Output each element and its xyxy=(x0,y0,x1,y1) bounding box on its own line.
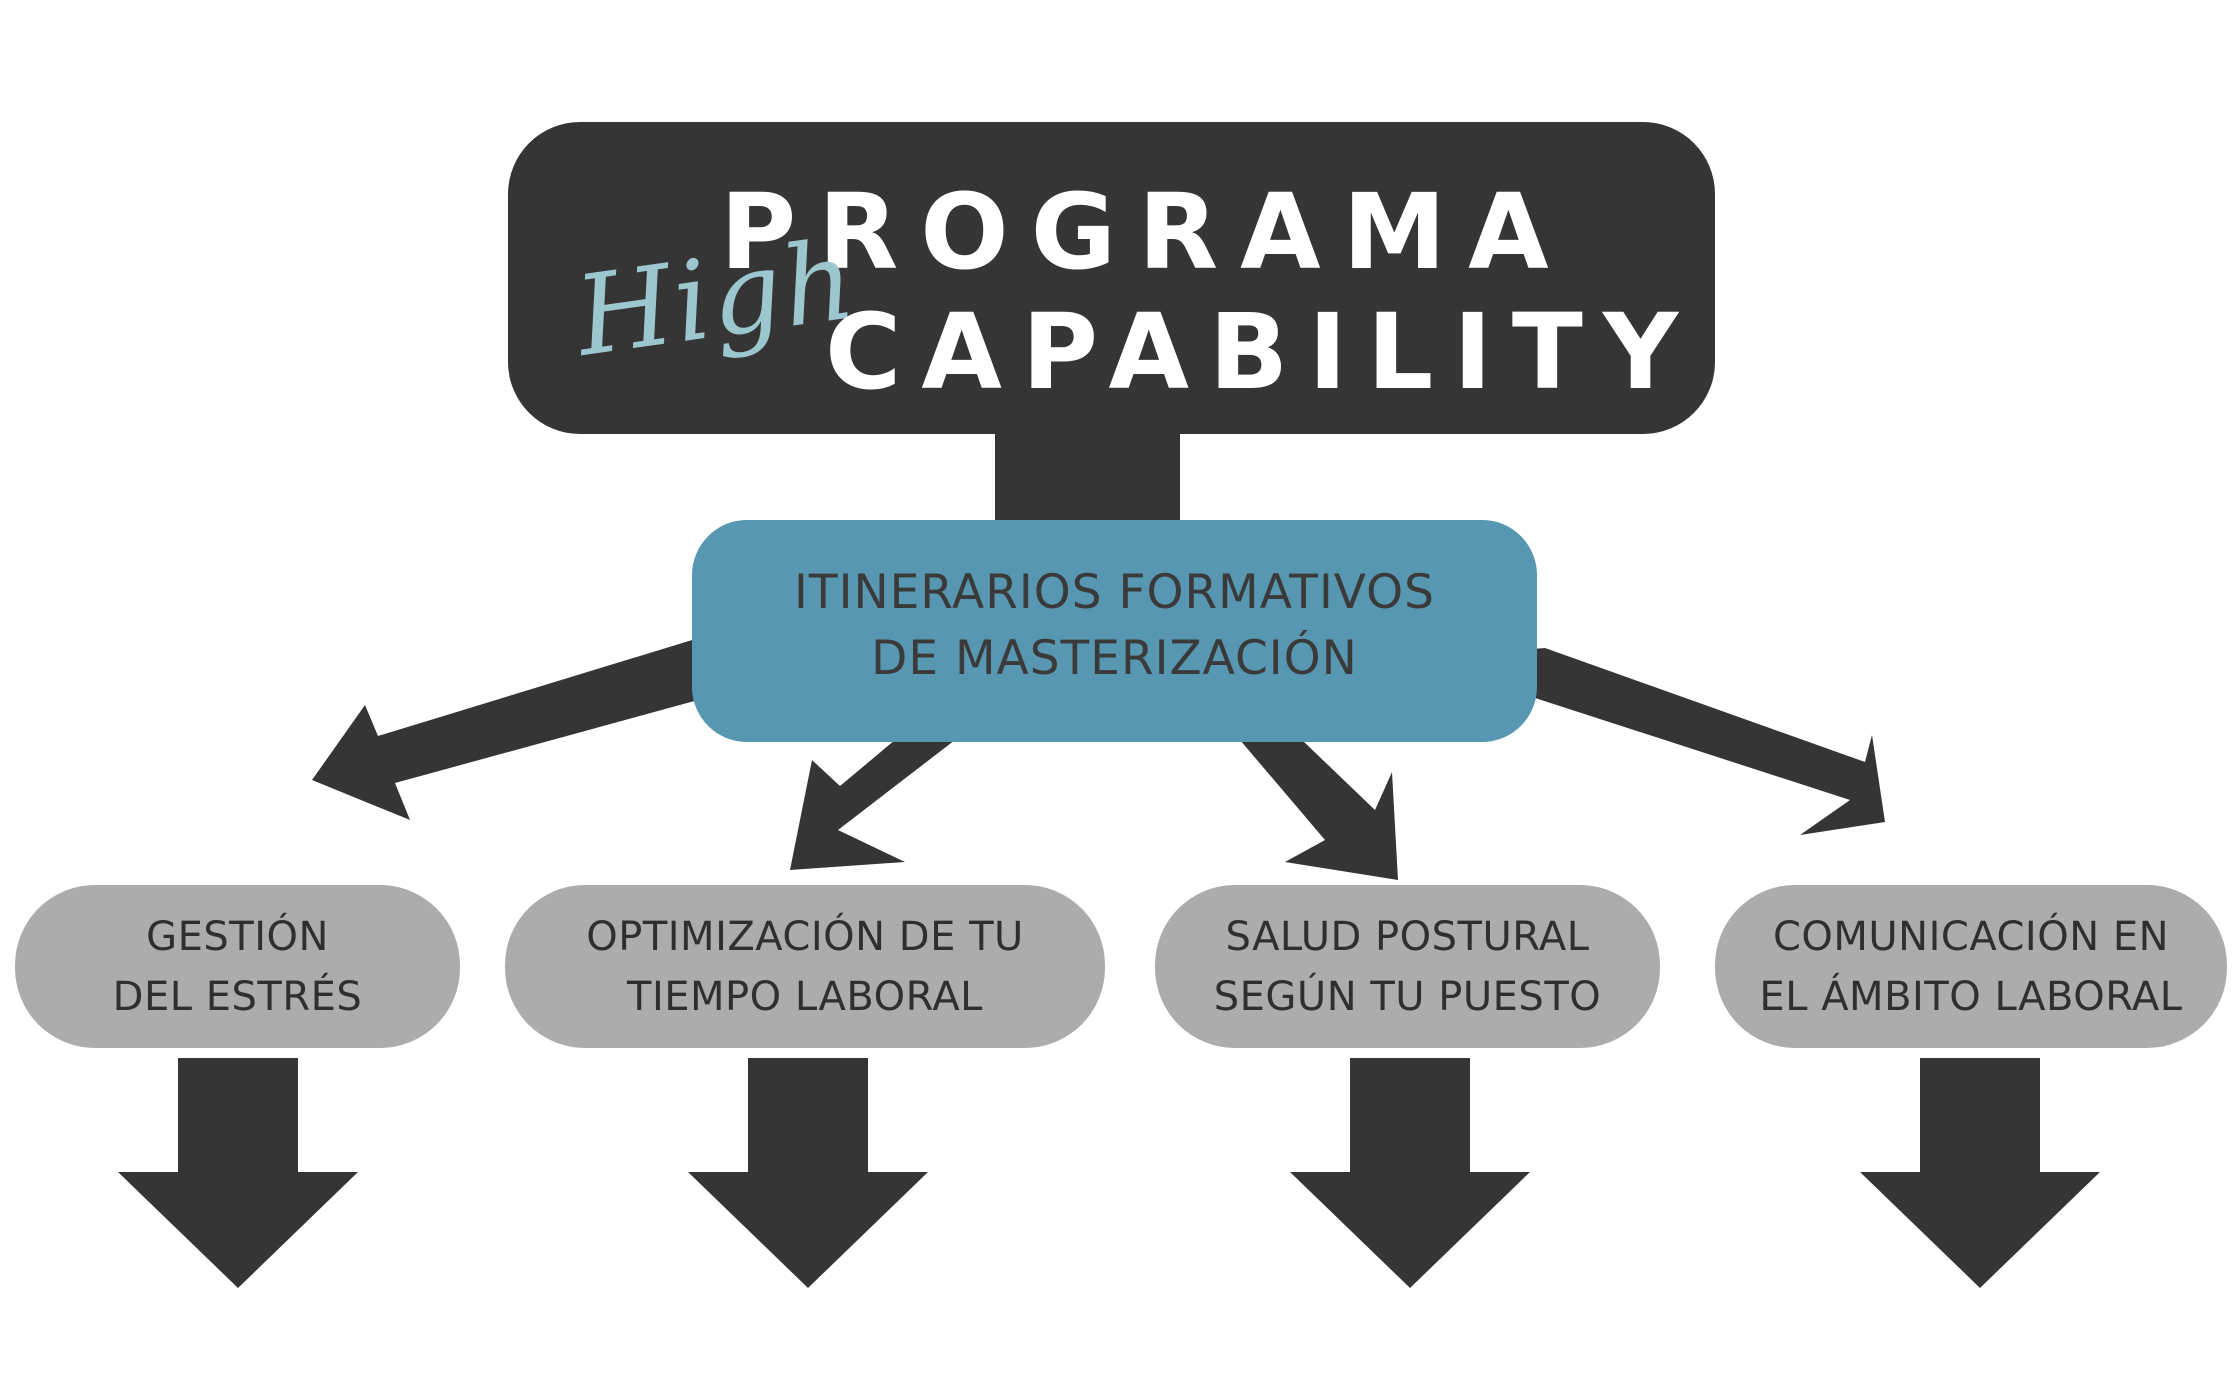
arrow-to-leaf-1 xyxy=(312,633,742,820)
leaf-1-line2: DEL ESTRÉS xyxy=(112,974,363,1020)
leaf-3-line2: SEGÚN TU PUESTO xyxy=(1213,974,1602,1020)
title-programa: PROGRAMA xyxy=(720,171,1571,293)
down-arrow-4 xyxy=(1860,1058,2100,1288)
header-connector xyxy=(995,420,1180,530)
leaf-3-line1: SALUD POSTURAL xyxy=(1225,914,1590,960)
arrow-to-leaf-4 xyxy=(1520,648,1885,835)
title-capability: CAPABILITY xyxy=(825,291,1699,413)
leaf-4-line2: EL ÁMBITO LABORAL xyxy=(1759,974,2183,1020)
diagonal-arrows xyxy=(312,633,1885,880)
down-arrows xyxy=(118,1058,2100,1288)
arrow-to-leaf-3 xyxy=(1240,740,1398,880)
leaf-2-line2: TIEMPO LABORAL xyxy=(627,974,983,1020)
down-arrow-1 xyxy=(118,1058,358,1288)
down-arrow-3 xyxy=(1290,1058,1530,1288)
leaf-1-line1: GESTIÓN xyxy=(146,914,329,960)
center-node xyxy=(692,520,1537,742)
down-arrow-2 xyxy=(688,1058,928,1288)
leaf-box-2 xyxy=(505,885,1105,1048)
leaf-4-line1: COMUNICACIÓN EN xyxy=(1772,914,2170,960)
leaf-box-1 xyxy=(15,885,460,1048)
arrow-to-leaf-2 xyxy=(790,740,955,870)
leaf-label-1: GESTIÓN DEL ESTRÉS xyxy=(15,907,460,1027)
header-box xyxy=(508,122,1715,434)
center-node-line2: DE MASTERIZACIÓN xyxy=(871,631,1358,686)
leaf-label-2: OPTIMIZACIÓN DE TU TIEMPO LABORAL xyxy=(505,907,1105,1027)
leaf-box-3 xyxy=(1155,885,1660,1048)
leaf-label-3: SALUD POSTURAL SEGÚN TU PUESTO xyxy=(1155,907,1660,1027)
center-node-label: ITINERARIOS FORMATIVOS DE MASTERIZACIÓN xyxy=(692,560,1537,692)
leaf-2-line1: OPTIMIZACIÓN DE TU xyxy=(586,914,1024,960)
center-node-line1: ITINERARIOS FORMATIVOS xyxy=(794,565,1435,620)
leaf-box-4 xyxy=(1715,885,2227,1048)
leaf-label-4: COMUNICACIÓN EN EL ÁMBITO LABORAL xyxy=(1715,907,2227,1027)
